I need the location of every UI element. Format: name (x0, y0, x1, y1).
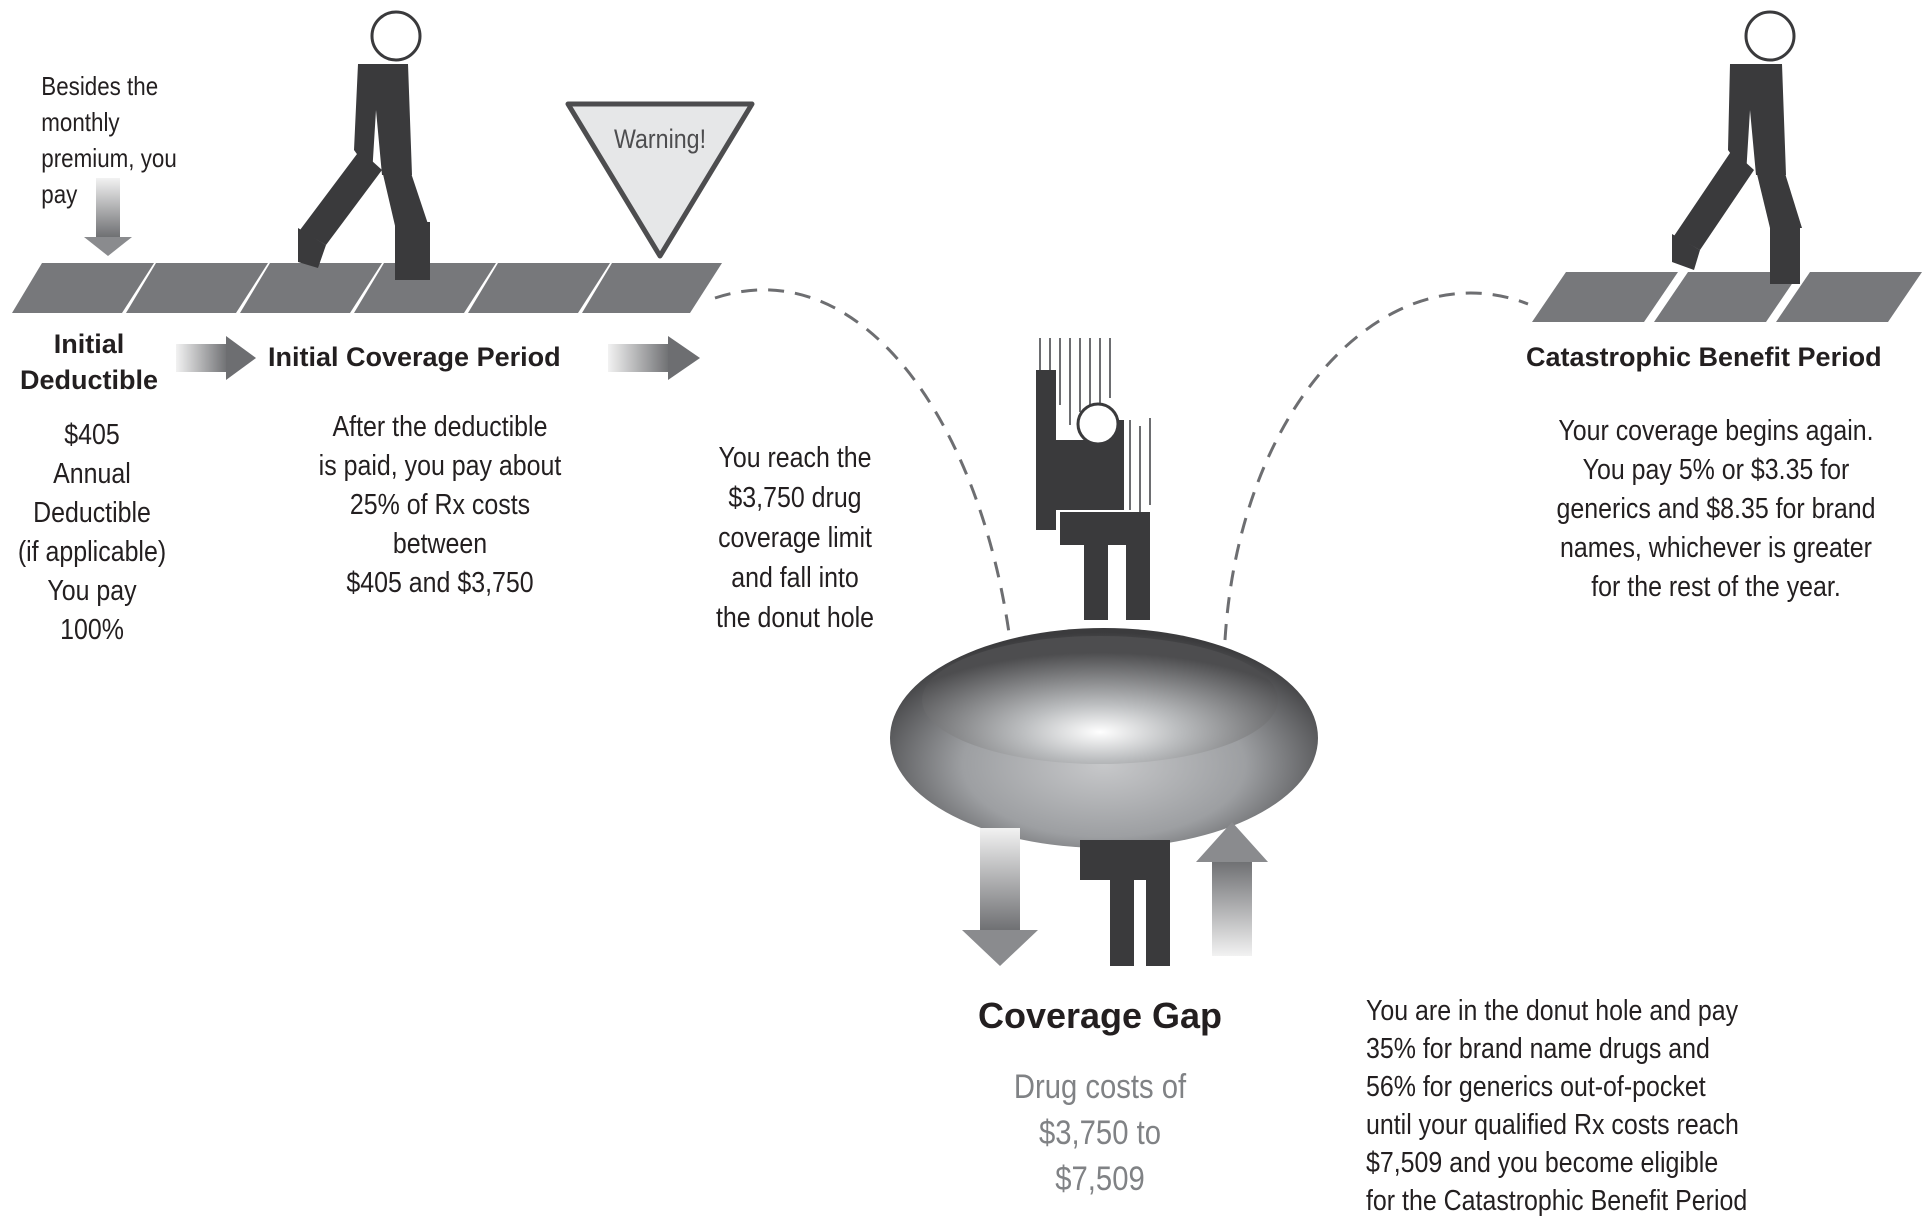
tile-7 (1532, 272, 1678, 322)
coverage-gap-range: Drug costs of $3,750 to $7,509 (997, 1064, 1203, 1202)
catastrophic-body: Your coverage begins again. You pay 5% o… (1537, 412, 1895, 607)
warning-label: Warning! (600, 126, 720, 153)
walking-person-icon (298, 12, 430, 280)
coverage-gap-title: Coverage Gap (950, 998, 1250, 1034)
reach-limit-text: You reach the $3,750 drug coverage limit… (705, 438, 886, 638)
left-stepping-tiles (12, 263, 722, 313)
donut-hole-icon (890, 628, 1318, 848)
intro-text: Besides the monthly premium, you pay (41, 68, 204, 212)
catastrophic-title: Catastrophic Benefit Period (1526, 344, 1925, 371)
arrow-right-2 (608, 336, 700, 380)
legs-under-donut-icon (1080, 840, 1170, 966)
rise-trajectory-line (1225, 293, 1528, 640)
gap-up-arrow (1196, 822, 1268, 956)
falling-person-icon (1036, 338, 1150, 620)
arrow-right-1 (176, 336, 256, 380)
initial-coverage-body: After the deductible is paid, you pay ab… (290, 408, 591, 603)
initial-coverage-title: Initial Coverage Period (268, 344, 608, 371)
initial-deductible-title: Initial Deductible (0, 326, 178, 398)
initial-deductible-body: $405 Annual Deductible (if applicable) Y… (13, 416, 171, 650)
walking-person-right-icon (1672, 12, 1802, 284)
coverage-gap-body: You are in the donut hole and pay 35% fo… (1366, 992, 1813, 1220)
gap-down-arrow (962, 828, 1038, 966)
right-stepping-tiles (1532, 272, 1922, 322)
